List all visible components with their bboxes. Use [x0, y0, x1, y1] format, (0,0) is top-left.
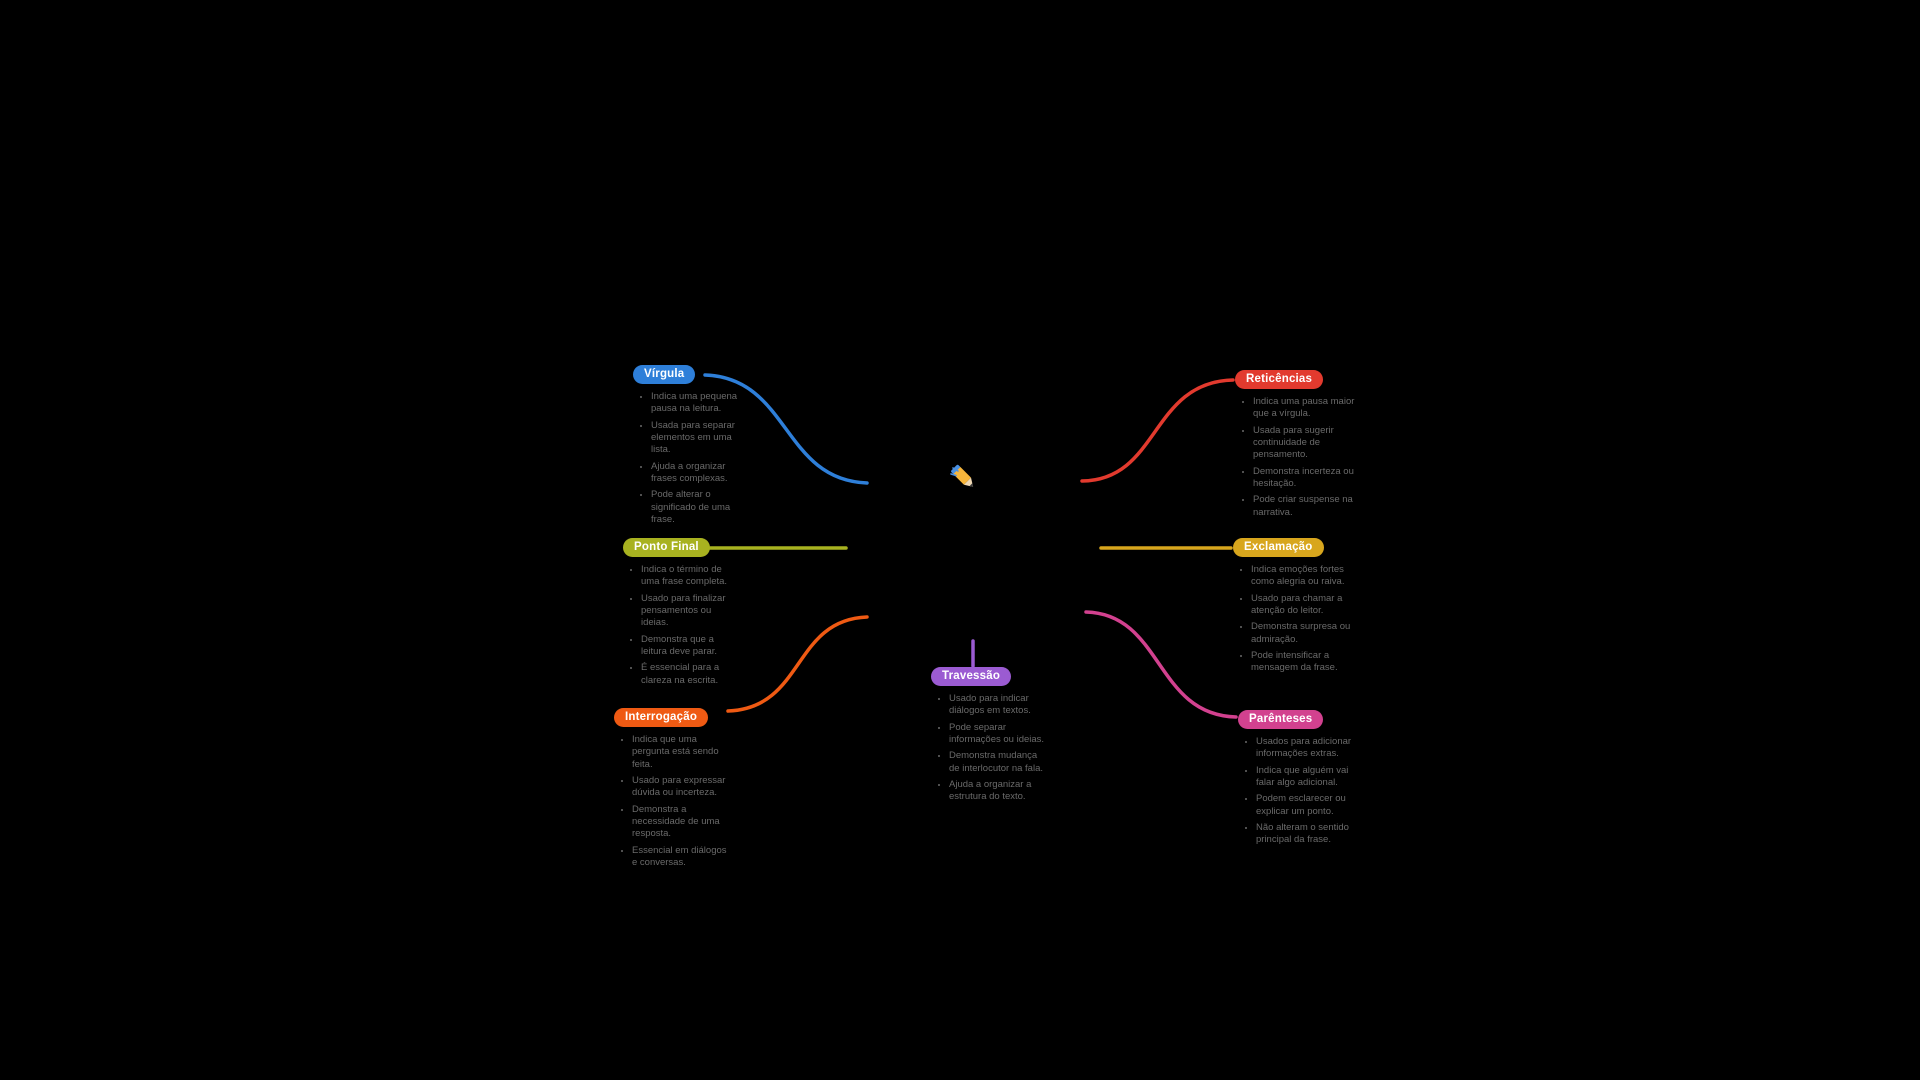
topic-travessao-items: Usado para indicar diálogos em textos. Po… [938, 693, 1046, 804]
bullet-item[interactable]: Não alteram o sentido principal da frase… [1256, 822, 1359, 847]
topic-interrogacao-label[interactable]: Interrogação [614, 708, 709, 727]
bullet-item[interactable]: Usado para indicar diálogos em textos. [949, 693, 1046, 718]
topic-exclamacao: Exclamação Indica emoções fortes como al… [1233, 537, 1354, 679]
topic-parenteses-label[interactable]: Parênteses [1238, 710, 1324, 729]
connector-virgula [703, 373, 869, 485]
bullet-item[interactable]: Demonstra que a leitura deve parar. [641, 634, 738, 659]
topic-reticencias: Reticências Indica uma pausa maior que a… [1235, 369, 1356, 523]
topic-virgula-items: Indica uma pequena pausa na leitura. Usad… [640, 391, 748, 526]
bullet-item[interactable]: Indica o término de uma frase completa. [641, 564, 738, 589]
topic-parenteses: Parênteses Usados para adicionar informa… [1238, 709, 1359, 851]
bullet-item[interactable]: Demonstra incerteza ou hesitação. [1253, 466, 1356, 491]
bullet-item[interactable]: Usado para finalizar pensamentos ou idei… [641, 593, 738, 630]
bullet-item[interactable]: Pode intensificar a mensagem da frase. [1251, 650, 1354, 675]
bullet-item[interactable]: Indica uma pequena pausa na leitura. [651, 391, 748, 416]
bullet-item[interactable]: Indica emoções fortes como alegria ou ra… [1251, 564, 1354, 589]
bullet-item[interactable]: Demonstra mudança de interlocutor na fal… [949, 750, 1046, 775]
bullet-item[interactable]: Usados para adicionar informações extras… [1256, 736, 1359, 761]
topic-exclamacao-items: Indica emoções fortes como alegria ou ra… [1240, 564, 1354, 675]
topic-reticencias-items: Indica uma pausa maior que a vírgula. Usa… [1242, 396, 1356, 519]
topic-parenteses-items: Usados para adicionar informações extras… [1245, 736, 1359, 847]
bullet-item[interactable]: Pode separar informações ou ideias. [949, 722, 1046, 747]
bullet-item[interactable]: Essencial em diálogos e conversas. [632, 845, 729, 870]
topic-ponto-final: Ponto Final Indica o término de uma fras… [623, 537, 738, 691]
bullet-item[interactable]: Ajuda a organizar frases complexas. [651, 461, 748, 486]
bullet-item[interactable]: É essencial para a clareza na escrita. [641, 662, 738, 687]
topic-interrogacao: Interrogação Indica que uma pergunta est… [614, 707, 729, 873]
bullet-item[interactable]: Demonstra surpresa ou admiração. [1251, 621, 1354, 646]
topic-virgula-label[interactable]: Vírgula [633, 365, 696, 384]
topic-reticencias-label[interactable]: Reticências [1235, 370, 1324, 389]
bullet-item[interactable]: Pode alterar o significado de uma frase. [651, 489, 748, 526]
topic-virgula: Vírgula Indica uma pequena pausa na leit… [633, 364, 748, 530]
bullet-item[interactable]: Podem esclarecer ou explicar um ponto. [1256, 793, 1359, 818]
bullet-item[interactable]: Usada para sugerir continuidade de pensa… [1253, 425, 1356, 462]
bullet-item[interactable]: Ajuda a organizar a estrutura do texto. [949, 779, 1046, 804]
connector-interrogacao [726, 615, 869, 713]
topic-interrogacao-items: Indica que uma pergunta está sendo feita… [621, 734, 729, 869]
bullet-item[interactable]: Indica que uma pergunta está sendo feita… [632, 734, 729, 771]
connector-parenteses [1084, 610, 1238, 719]
bullet-item[interactable]: Indica que alguém vai falar algo adicion… [1256, 765, 1359, 790]
bullet-item[interactable]: Indica uma pausa maior que a vírgula. [1253, 396, 1356, 421]
topic-exclamacao-label[interactable]: Exclamação [1233, 538, 1324, 557]
topic-travessao-label[interactable]: Travessão [931, 667, 1012, 686]
bullet-item[interactable]: Usada para separar elementos em uma list… [651, 420, 748, 457]
topic-ponto-final-items: Indica o término de uma frase completa. U… [630, 564, 738, 687]
topic-travessao: Travessão Usado para indicar diálogos em… [931, 666, 1046, 808]
topic-ponto-final-label[interactable]: Ponto Final [623, 538, 710, 557]
bullet-item[interactable]: Demonstra a necessidade de uma resposta. [632, 804, 729, 841]
bullet-item[interactable]: Usado para expressar dúvida ou incerteza… [632, 775, 729, 800]
connector-reticencias [1080, 378, 1235, 483]
bullet-item[interactable]: Pode criar suspense na narrativa. [1253, 494, 1356, 519]
pencil-icon[interactable] [945, 458, 985, 498]
bullet-item[interactable]: Usado para chamar a atenção do leitor. [1251, 593, 1354, 618]
